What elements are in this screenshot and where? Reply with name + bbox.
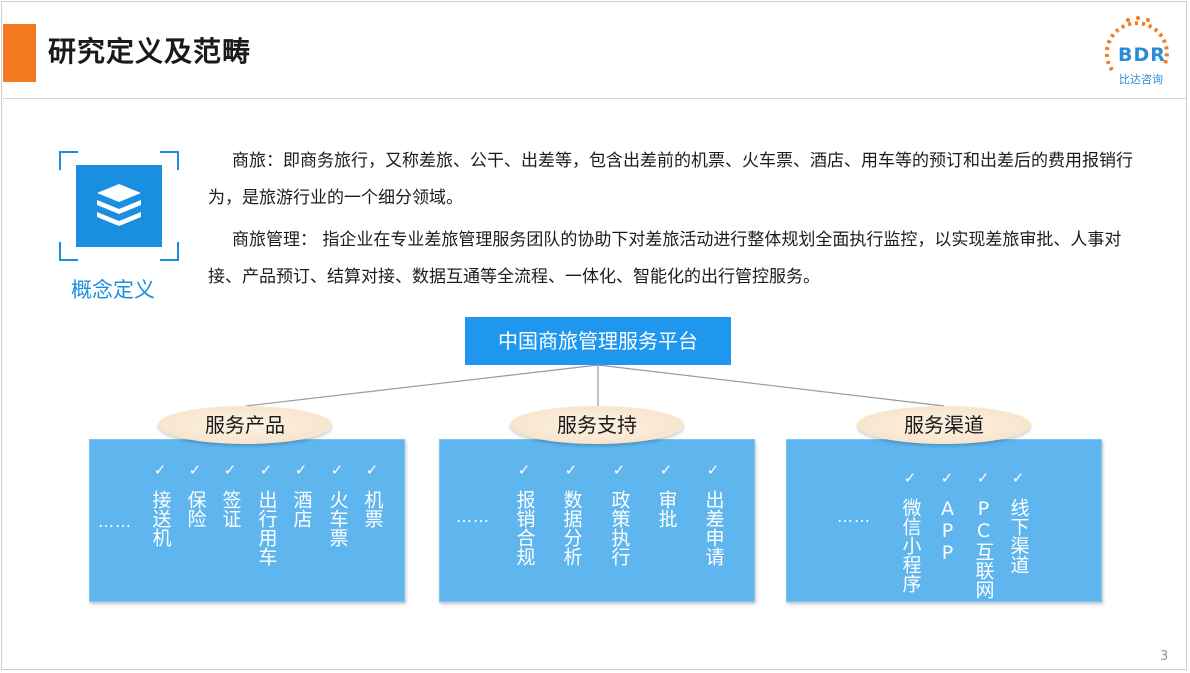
category-panel-support xyxy=(439,439,755,602)
item-label: 政策执行 xyxy=(608,490,631,566)
logo-text: BDR xyxy=(1118,44,1166,66)
title-accent-bar xyxy=(3,24,36,82)
concept-label: 概念定义 xyxy=(71,278,155,302)
stack-layers-icon xyxy=(59,151,179,261)
check-icon: ✓ xyxy=(188,461,202,479)
list-item: ✓ 接送机 xyxy=(147,462,173,547)
page-title: 研究定义及范畴 xyxy=(48,35,252,68)
item-label: 签证 xyxy=(219,490,242,528)
list-item: ✓ 政策执行 xyxy=(606,462,632,566)
list-item: ✓ 机票 xyxy=(359,462,385,528)
check-icon: ✓ xyxy=(365,461,379,479)
list-item: ✓ 出行用车 xyxy=(253,462,279,566)
category-title-products: 服务产品 xyxy=(158,406,332,444)
category-title-channels: 服务渠道 xyxy=(857,406,1031,444)
check-icon: ✓ xyxy=(564,461,578,479)
check-icon: ✓ xyxy=(659,461,673,479)
category-title-support: 服务支持 xyxy=(510,406,684,444)
item-label: 线下渠道 xyxy=(1007,498,1030,574)
item-label: 报销合规 xyxy=(513,490,536,566)
page-number: 3 xyxy=(1160,649,1169,664)
item-label: PC互联网 xyxy=(972,498,995,599)
list-item: ✓ 报销合规 xyxy=(511,462,537,566)
item-label: 微信小程序 xyxy=(899,498,922,593)
more-ellipsis: …… xyxy=(837,507,871,526)
category-panel-channels xyxy=(786,439,1102,602)
item-label: 出差申请 xyxy=(702,490,725,566)
list-item: ✓ 火车票 xyxy=(324,462,350,547)
check-icon: ✓ xyxy=(259,461,273,479)
concept-icon xyxy=(58,150,180,262)
more-ellipsis: …… xyxy=(456,507,490,526)
definition-business-travel: 商旅：即商务旅行，又称差旅、公干、出差等，包含出差前的机票、火车票、酒店、用车等… xyxy=(208,151,1133,208)
list-item: ✓ PC互联网 xyxy=(970,470,996,599)
list-item: ✓ 审批 xyxy=(653,462,679,528)
item-label: 机票 xyxy=(361,490,384,528)
item-label: 酒店 xyxy=(290,490,313,528)
check-icon: ✓ xyxy=(903,469,917,487)
check-icon: ✓ xyxy=(706,461,720,479)
check-icon: ✓ xyxy=(976,469,990,487)
check-icon: ✓ xyxy=(517,461,531,479)
category-panel-products xyxy=(89,439,405,602)
item-label: 火车票 xyxy=(326,490,349,547)
item-label: 数据分析 xyxy=(560,490,583,566)
list-item: ✓ APP xyxy=(934,470,960,564)
bdr-logo-icon xyxy=(1104,16,1169,72)
item-label: 出行用车 xyxy=(255,490,278,566)
item-label: 保险 xyxy=(184,490,207,528)
check-icon: ✓ xyxy=(612,461,626,479)
definition-travel-management: 商旅管理： 指企业在专业差旅管理服务团队的协助下对差旅活动进行整体规划全面执行监… xyxy=(208,230,1122,287)
header-divider xyxy=(3,98,1186,99)
item-label: APP xyxy=(936,498,959,564)
check-icon: ✓ xyxy=(223,461,237,479)
logo-subtitle: 比达咨询 xyxy=(1119,73,1163,86)
more-ellipsis: …… xyxy=(98,512,132,531)
list-item: ✓ 酒店 xyxy=(288,462,314,528)
list-item: ✓ 线下渠道 xyxy=(1005,470,1031,574)
list-item: ✓ 数据分析 xyxy=(558,462,584,566)
list-item: ✓ 出差申请 xyxy=(700,462,726,566)
list-item: ✓ 微信小程序 xyxy=(897,470,923,593)
check-icon: ✓ xyxy=(294,461,308,479)
list-item: ✓ 签证 xyxy=(217,462,243,528)
item-label: 接送机 xyxy=(149,490,172,547)
platform-box: 中国商旅管理服务平台 xyxy=(465,317,731,365)
check-icon: ✓ xyxy=(330,461,344,479)
list-item: ✓ 保险 xyxy=(182,462,208,528)
item-label: 审批 xyxy=(655,490,678,528)
check-icon: ✓ xyxy=(153,461,167,479)
check-icon: ✓ xyxy=(940,469,954,487)
check-icon: ✓ xyxy=(1011,469,1025,487)
